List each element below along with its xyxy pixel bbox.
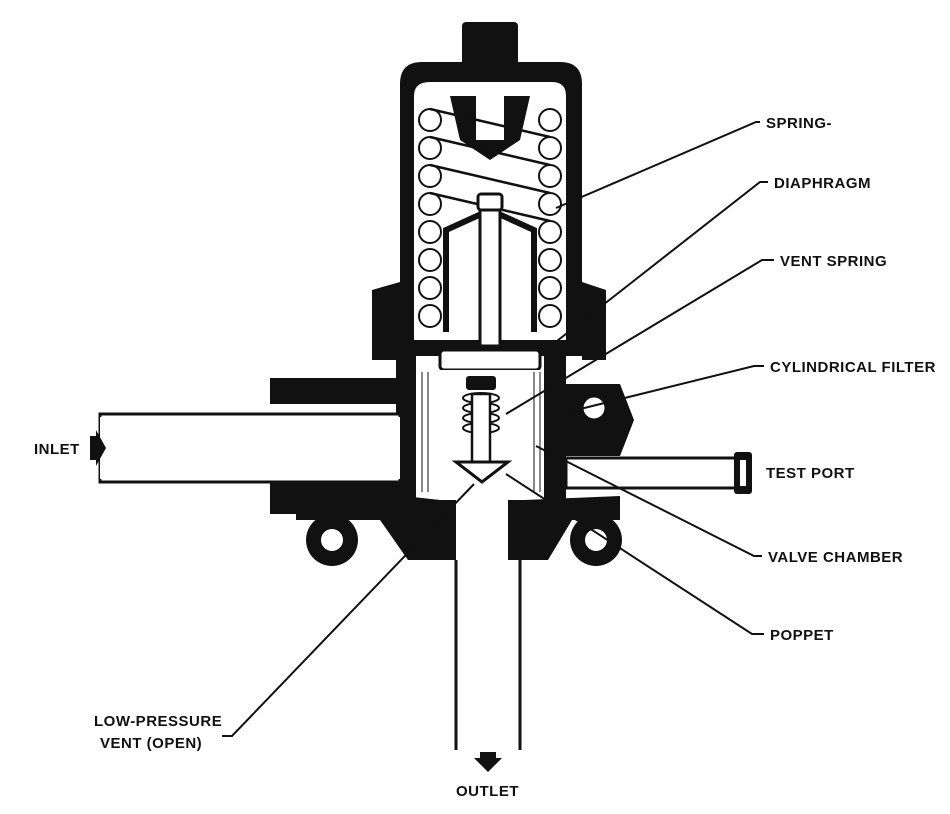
leader-lines: [222, 121, 774, 737]
label-valve-chamber: VALVE CHAMBER: [768, 549, 903, 566]
label-vent-spring: VENT SPRING: [780, 253, 887, 270]
outlet-arrow: [474, 752, 502, 772]
spring: [418, 107, 562, 328]
low-pressure-vent-leader: [222, 483, 475, 737]
poppet: [451, 460, 513, 484]
labels: SPRING- DIAPHRAGM VENT SPRING CYLINDRICA…: [34, 115, 936, 800]
valve-chamber-leader: [535, 445, 762, 557]
label-low-pressure-vent-2: VENT (OPEN): [100, 735, 202, 752]
label-cylindrical-filter: CYLINDRICAL FILTER: [770, 359, 936, 376]
spring-leader: [555, 121, 760, 209]
cylindrical-filter-leader: [559, 365, 764, 415]
label-spring: SPRING-: [766, 115, 832, 132]
poppet-leader: [505, 473, 764, 635]
inlet-arrow: [90, 430, 106, 466]
test-port-tube: [564, 452, 752, 494]
label-diaphragm: DIAPHRAGM: [774, 175, 871, 192]
diaphragm-leader: [547, 181, 768, 349]
label-poppet: POPPET: [770, 627, 834, 644]
label-test-port: TEST PORT: [766, 465, 855, 482]
valve-body: [98, 22, 752, 750]
adjust-knob: [462, 22, 518, 74]
label-low-pressure-vent-1: LOW-PRESSURE: [94, 713, 222, 730]
vent-spring-leader: [505, 259, 774, 415]
label-outlet: OUTLET: [456, 783, 519, 800]
cylindrical-filter: [421, 372, 541, 492]
label-inlet: INLET: [34, 441, 80, 458]
